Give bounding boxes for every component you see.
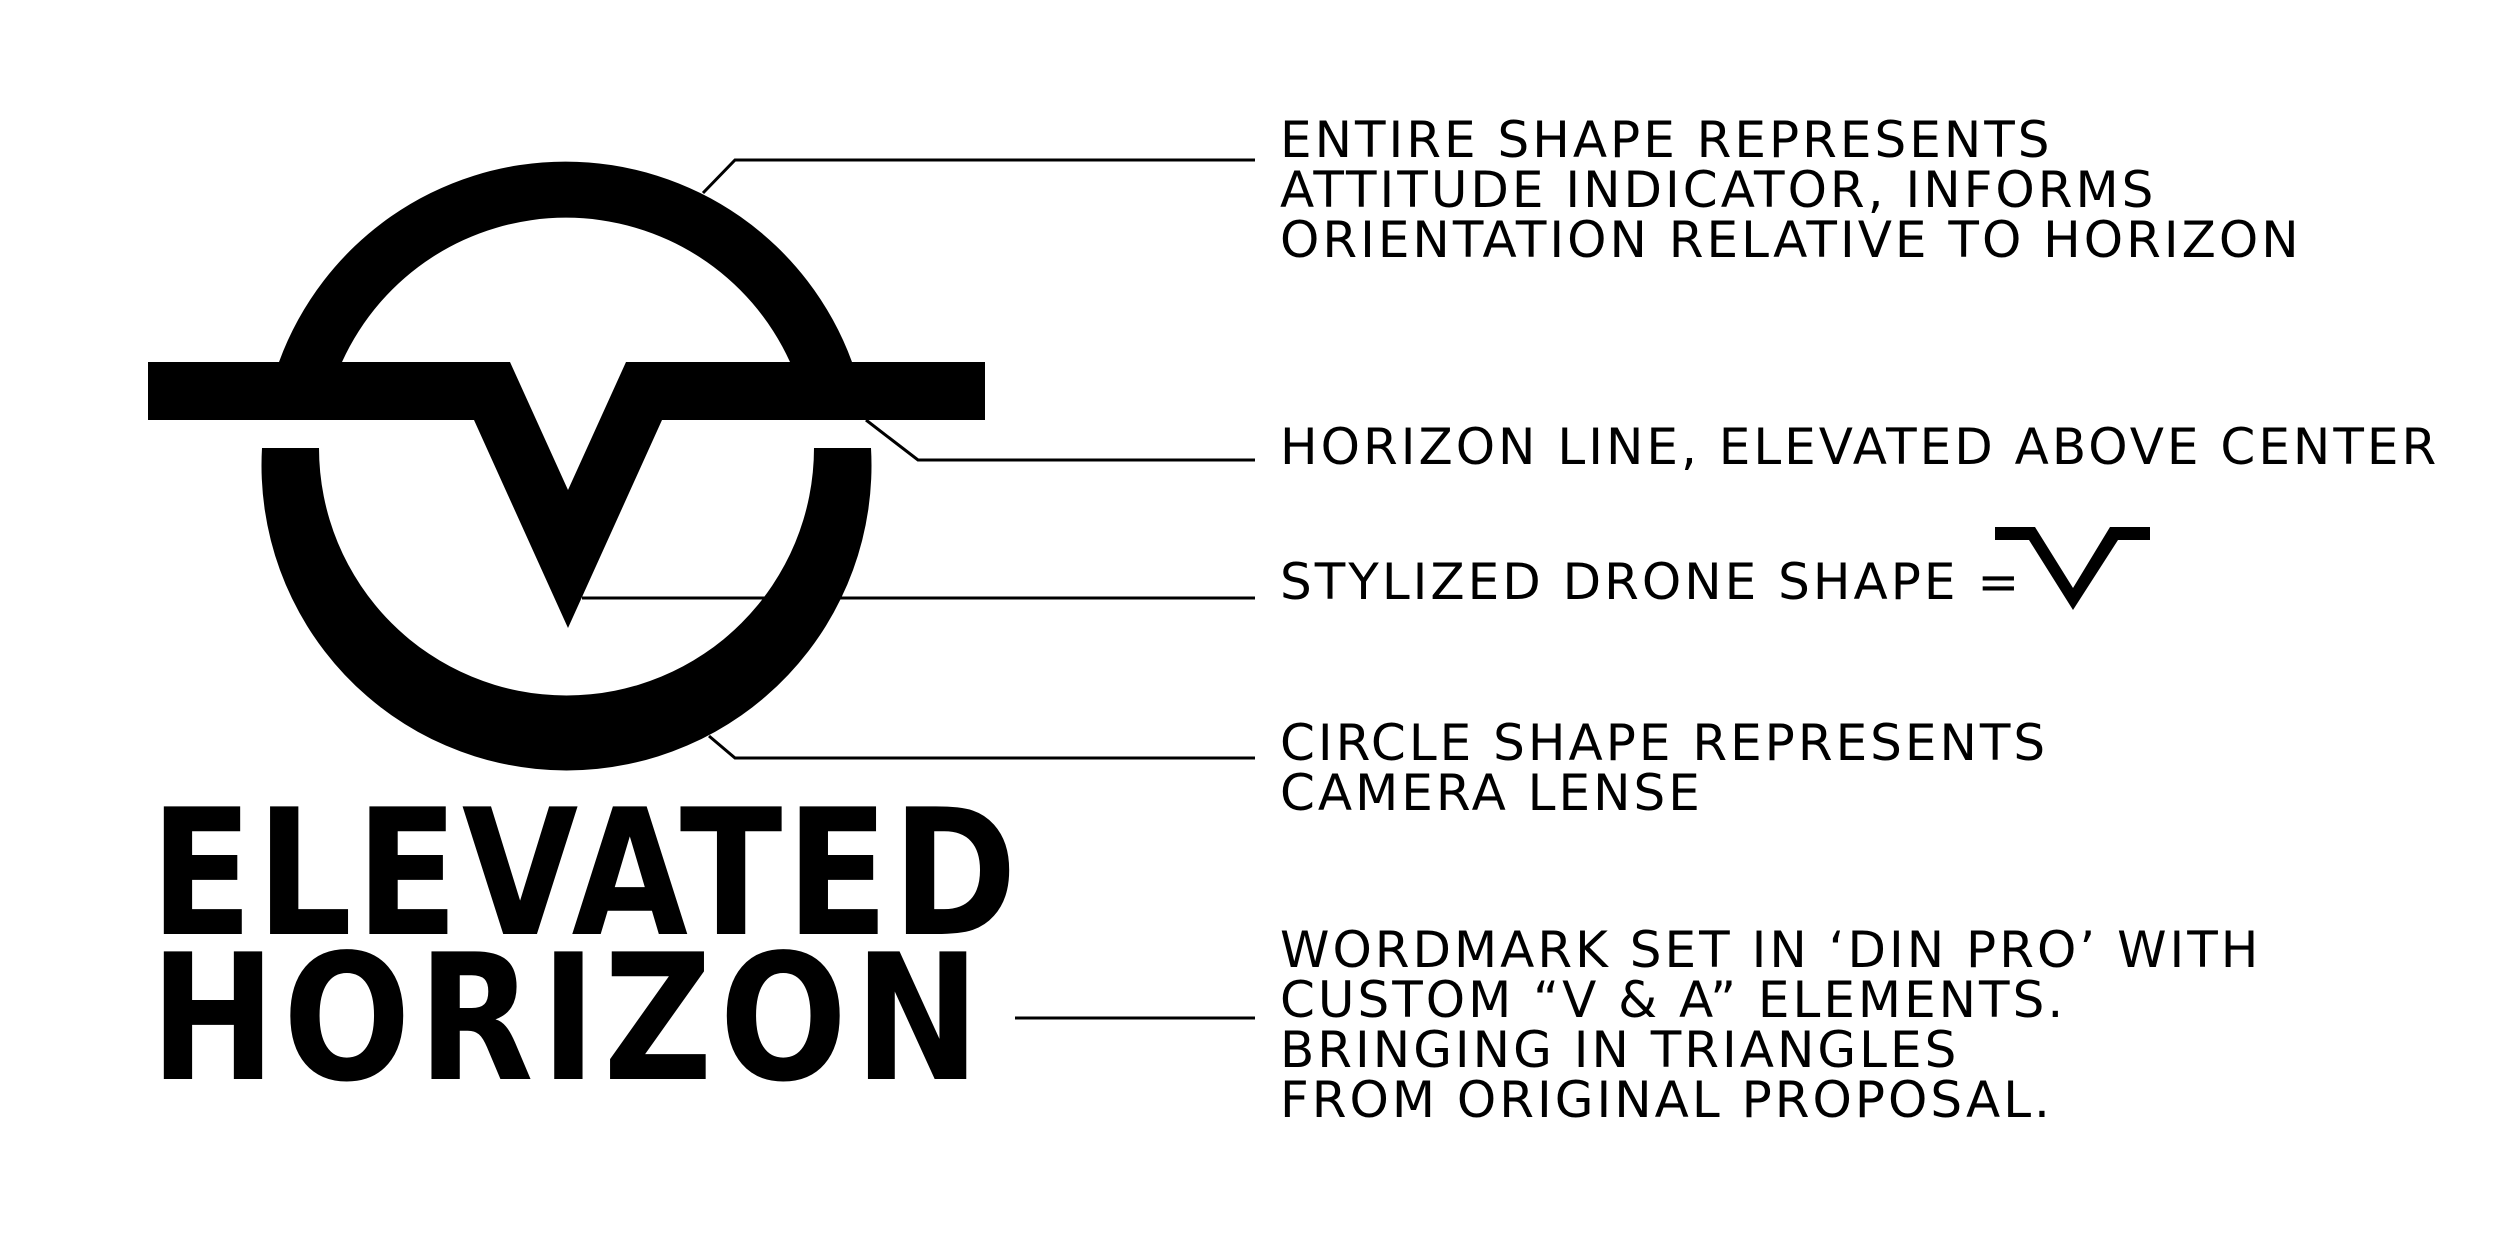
drone-v-icon [1995,527,2150,610]
annotation-drone-shape: STYLIZED DRONE SHAPE = [1280,557,2022,607]
annotation-line: ENTIRE SHAPE REPRESENTS [1280,111,2053,169]
horizon-bar [148,362,985,628]
annotation-line: CUSTOM “V & A” ELEMENTS. [1280,971,2067,1029]
leader-line-attitude [701,158,1255,195]
annotation-line: WORDMARK SET IN ‘DIN PRO’ WITH [1280,921,2262,979]
annotation-line: BRINGING IN TRIANGLES [1280,1021,1960,1079]
logo-circle-lower-arc [261,448,872,771]
annotation-circle-shape: CIRCLE SHAPE REPRESENTS CAMERA LENSE [1280,718,2048,818]
annotation-attitude-indicator: ENTIRE SHAPE REPRESENTS ATTITUDE INDICAT… [1280,115,2302,265]
logo-circle-upper-arc [279,161,852,362]
wordmark-horizon: HORIZON [150,918,987,1121]
annotation-horizon-line: HORIZON LINE, ELEVATED ABOVE CENTER [1280,422,2439,472]
leader-line-circle [708,734,1255,760]
annotation-line: FROM ORIGINAL PROPOSAL. [1280,1071,2053,1129]
annotation-line: CAMERA LENSE [1280,764,1703,822]
leader-line-horizon [865,418,1255,462]
annotation-line: CIRCLE SHAPE REPRESENTS [1280,714,2049,772]
annotation-line: HORIZON LINE, ELEVATED ABOVE CENTER [1280,418,2440,476]
annotation-line: ATTITUDE INDICATOR, INFORMS [1280,161,2157,219]
annotation-line: ORIENTATION RELATIVE TO HORIZON [1280,211,2302,269]
annotation-wordmark: WORDMARK SET IN ‘DIN PRO’ WITH CUSTOM “V… [1280,925,2261,1125]
annotation-line: STYLIZED DRONE SHAPE = [1280,553,2023,611]
